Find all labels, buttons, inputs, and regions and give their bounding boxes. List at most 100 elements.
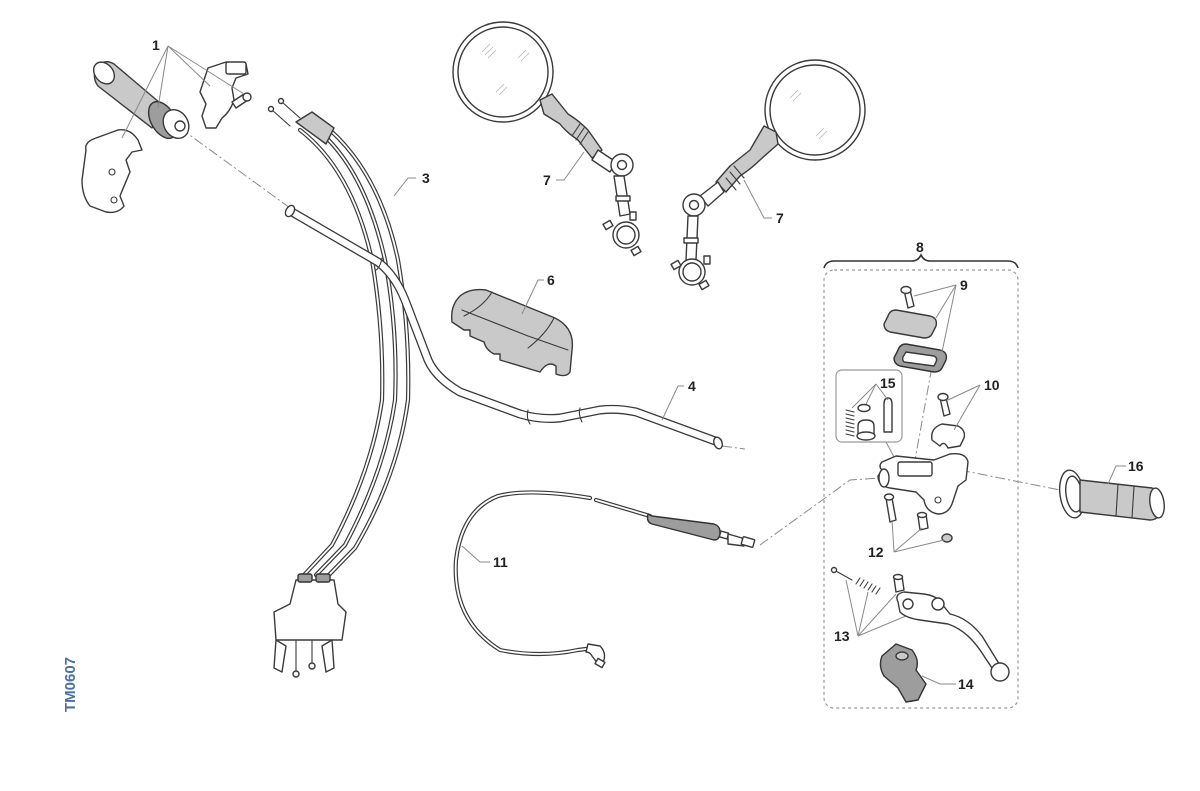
- reservoir-cap-kit[interactable]: 9: [883, 277, 968, 373]
- cable-connector: [273, 579, 347, 641]
- leader-12a: [891, 519, 895, 553]
- assembly-boundary: [823, 269, 1019, 709]
- handlebar-end-left: [284, 204, 296, 218]
- throttle-housing-lower: [81, 129, 143, 214]
- clamp-kit[interactable]: 10: [931, 377, 1000, 449]
- piston-cup: [856, 431, 876, 441]
- clamp-bolt-head: [937, 392, 949, 402]
- leader-14: [921, 675, 956, 685]
- cable-inner-a: [315, 129, 397, 576]
- leader-13c: [857, 593, 897, 637]
- pivot-pin: [833, 569, 853, 581]
- callout-12: 12: [868, 544, 884, 560]
- leader-15a: [851, 383, 877, 409]
- mirror-left-glint-2: [517, 49, 530, 62]
- clutch-lever-adjuster: [931, 597, 945, 611]
- mirror-left[interactable]: 7: [452, 21, 642, 257]
- cable-inner-c: [299, 129, 384, 576]
- mirror-right-stem: [715, 125, 779, 193]
- lever-pivot-kit[interactable]: 13: [830, 566, 907, 645]
- leader-9c: [941, 284, 957, 353]
- hose-sleeve: [646, 513, 721, 541]
- reservoir-gasket-inner: [901, 351, 938, 367]
- cap-screw-head: [900, 285, 912, 295]
- leader-10a: [947, 384, 981, 401]
- cable-connector-fork-right: [321, 639, 335, 673]
- cable-pin-end-2: [308, 662, 316, 670]
- mirror-left-clamp-hole: [616, 225, 636, 245]
- pivot-bushing-top: [892, 573, 904, 581]
- callout-9: 9: [960, 277, 968, 293]
- hose-fitting-ring: [718, 530, 730, 540]
- handlebar-tube-fill: [288, 208, 722, 446]
- lever-boot[interactable]: 14: [879, 643, 974, 703]
- leader-13d: [857, 615, 907, 637]
- bend-mark-2: [526, 409, 531, 425]
- piston-kit[interactable]: 15: [835, 369, 903, 469]
- clutch-master-cylinder-assembly[interactable]: 8 9 15: [823, 239, 1019, 709]
- bend-mark-1: [375, 257, 383, 271]
- hose-inner: [454, 491, 595, 655]
- hose-elbow-thread: [594, 657, 606, 669]
- lever-boot-hole: [895, 651, 909, 661]
- leader-10b: [953, 384, 981, 431]
- cable-wire-1: [281, 101, 301, 119]
- clamp-half: [931, 423, 966, 449]
- leader-15b: [865, 383, 877, 405]
- cable-outer-c: [297, 127, 385, 578]
- callout-13: 13: [834, 628, 850, 644]
- clutch-lever-pivot: [902, 598, 914, 610]
- mirror-right-glint-2: [815, 127, 828, 140]
- cable-wire-2: [271, 109, 291, 127]
- throttle-housing-upper: [199, 61, 249, 129]
- pad-seam-1: [463, 291, 493, 317]
- handlebar-pad[interactable]: 6: [450, 272, 574, 377]
- mirror-right-collar: [683, 237, 699, 244]
- piston-kit-box: [835, 369, 903, 443]
- handlebar[interactable]: 4: [284, 204, 724, 450]
- callout-1: 1: [152, 37, 160, 53]
- callout-16: 16: [1128, 458, 1144, 474]
- pivot-spring: [855, 577, 881, 595]
- cable-connector-fork-left: [273, 639, 287, 673]
- mirror-right-joint-hole: [688, 199, 700, 211]
- leader-12c: [893, 539, 945, 553]
- callout-3: 3: [422, 170, 430, 186]
- mounting-hardware[interactable]: 12: [868, 493, 953, 560]
- leader-9b: [935, 284, 957, 319]
- throttle-grip-assembly[interactable]: 1: [81, 37, 252, 214]
- mirror-right-glint-1: [789, 89, 802, 102]
- callout-15: 15: [880, 375, 896, 391]
- clutch-lever-ball: [990, 662, 1010, 682]
- master-cylinder-port: [878, 468, 890, 488]
- assembly-brace: [823, 253, 1019, 269]
- hose-inner-right: [595, 499, 651, 517]
- leader-16: [1107, 465, 1126, 485]
- mirror-left-bolt-1: [602, 219, 614, 231]
- screw-head: [242, 92, 252, 102]
- callout-10: 10: [984, 377, 1000, 393]
- left-grip[interactable]: 16: [1057, 458, 1166, 521]
- hw-bolt: [885, 497, 897, 523]
- clutch-lever[interactable]: [896, 591, 1005, 675]
- mirror-right-bolt-3: [703, 255, 711, 265]
- mirror-right[interactable]: 7: [670, 59, 866, 291]
- grip-ring-2: [1131, 485, 1135, 519]
- reservoir-cap: [883, 309, 938, 339]
- grip-cap: [1149, 487, 1165, 519]
- centerline-hose-to-master: [759, 477, 881, 546]
- clutch-hose[interactable]: 11: [453, 490, 756, 669]
- mirror-left-bolt-3: [629, 211, 637, 221]
- master-cylinder-reservoir: [897, 461, 933, 477]
- callout-6: 6: [547, 272, 555, 288]
- mirror-left-glass: [457, 26, 549, 118]
- pivot-pin-head: [830, 566, 838, 574]
- throttle-cables[interactable]: 3: [267, 97, 431, 678]
- lever-boot-body: [879, 643, 927, 703]
- leader-4: [661, 385, 684, 421]
- drawing-code: TM0607: [62, 657, 79, 712]
- cable-nipple-2: [267, 105, 275, 113]
- master-cylinder-hole: [934, 496, 942, 504]
- housing-tab: [225, 61, 247, 75]
